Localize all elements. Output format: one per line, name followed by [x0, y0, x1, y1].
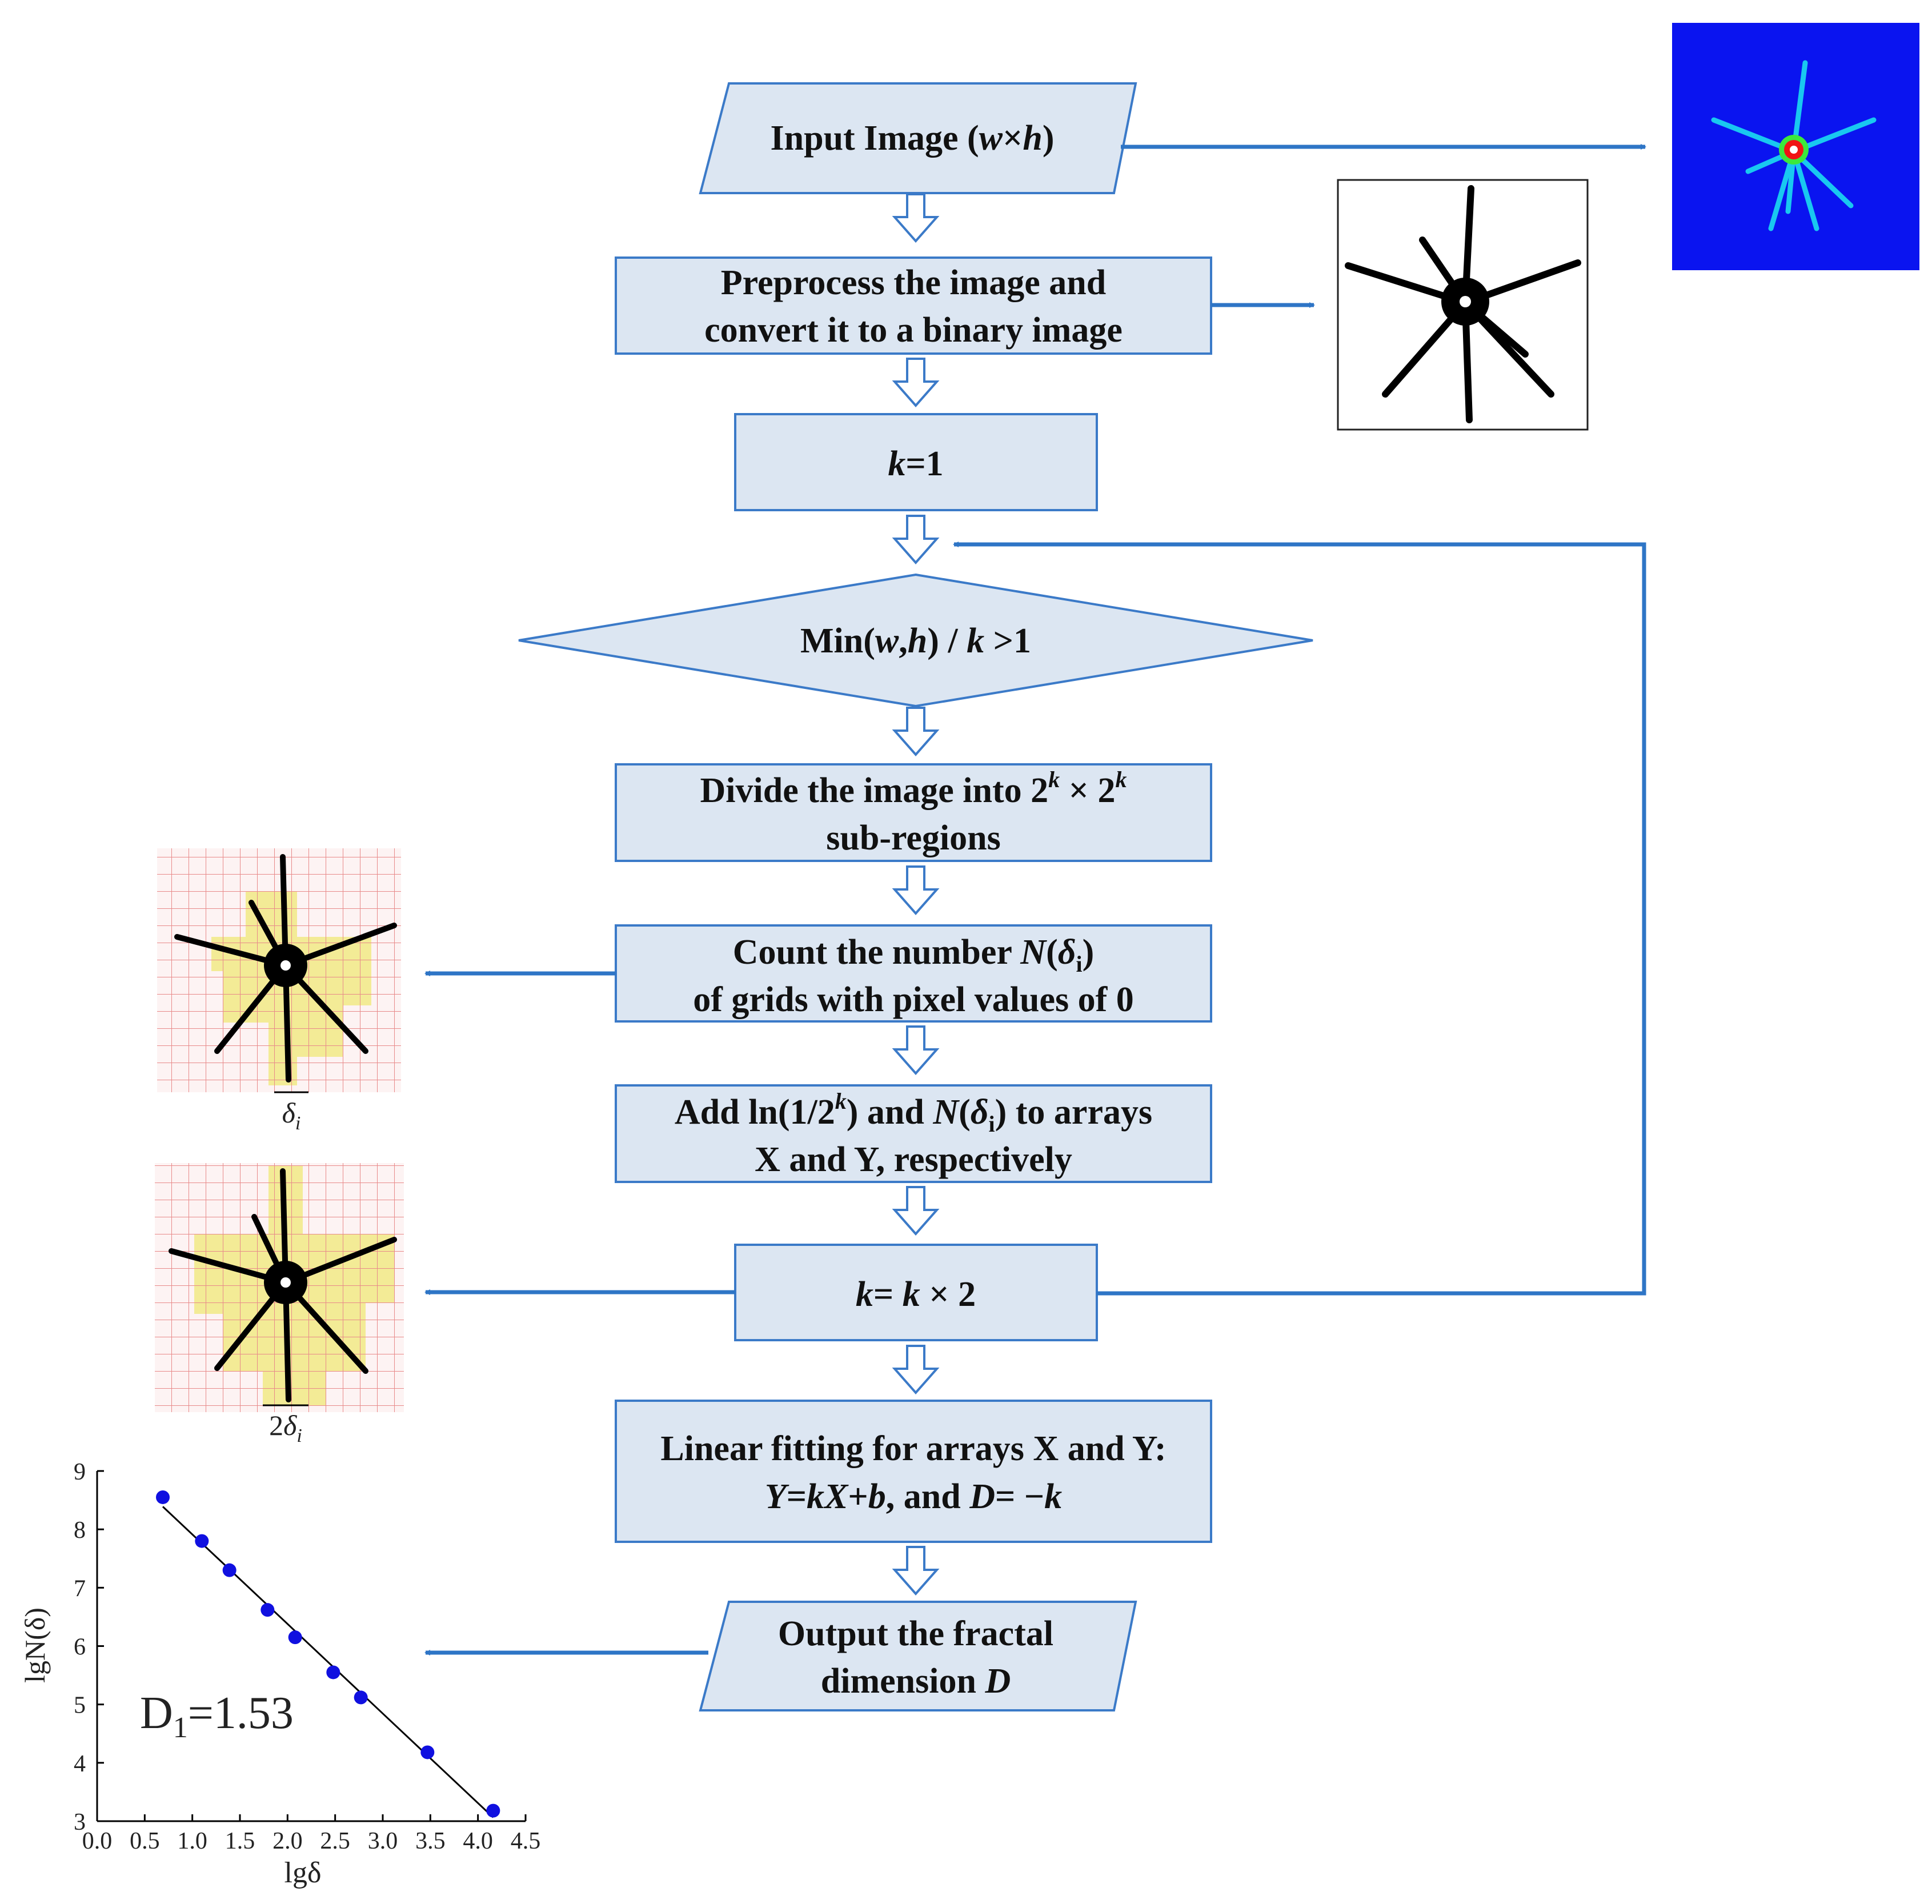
down-arrow-icon [892, 358, 940, 408]
data-point [326, 1665, 340, 1679]
linear-fit-label-line2: Y=kX+b, and D= −k [765, 1477, 1062, 1516]
x-tick-label: 1.5 [225, 1828, 255, 1854]
divide-label-line2: sub-regions [826, 819, 1001, 857]
divide-node [615, 763, 1212, 862]
x-tick-label: 2.5 [320, 1828, 350, 1854]
y-tick-label: 9 [74, 1459, 86, 1485]
binary-image [1337, 179, 1589, 431]
data-point [420, 1745, 435, 1759]
dimension-annotation: D1=1.53 [140, 1688, 294, 1744]
add-arrays-label-line1: Add ln(1/2k) and N(δi) to arrays [675, 1088, 1152, 1137]
x-tick-label: 0.5 [130, 1828, 160, 1854]
data-point [156, 1490, 170, 1504]
x-tick-label: 0.0 [82, 1828, 113, 1854]
count-node [615, 924, 1212, 1023]
grid-image-large: 2δi [155, 1163, 404, 1446]
grid-image-small: δi [157, 848, 401, 1134]
down-arrow-icon [892, 1186, 940, 1236]
fit-line [162, 1506, 494, 1818]
grid-small-label: δi [282, 1097, 301, 1134]
x-tick-label: 4.5 [511, 1828, 541, 1854]
down-arrow-icon [892, 515, 940, 565]
add-arrays-label-line2: X and Y, respectively [755, 1140, 1072, 1179]
data-point [222, 1563, 237, 1577]
y-tick-label: 8 [74, 1517, 86, 1544]
x-tick-label: 3.0 [368, 1828, 398, 1854]
down-arrow-icon [892, 1546, 940, 1596]
init-k-node [734, 413, 1098, 511]
data-point [260, 1603, 275, 1617]
data-point [288, 1630, 302, 1645]
loop-back-arrow [953, 542, 1646, 1296]
input-heatmap-image [1672, 23, 1919, 270]
x-tick-label: 4.0 [463, 1828, 493, 1854]
x-axis-label: lgδ [284, 1857, 322, 1889]
update-k-label: k= k × 2 [856, 1275, 976, 1314]
down-arrow-icon [892, 193, 940, 243]
y-tick-label: 7 [74, 1576, 86, 1602]
down-arrow-icon [892, 707, 940, 757]
y-tick-label: 5 [74, 1693, 86, 1719]
data-point [195, 1534, 209, 1548]
linear-fit-node [615, 1400, 1212, 1543]
output-label-line1: Output the fractal [778, 1614, 1053, 1653]
init-k-label: k=1 [888, 444, 943, 483]
preprocess-label-line1: Preprocess the image and [721, 263, 1106, 302]
down-arrow-icon [892, 1025, 940, 1076]
y-tick-label: 3 [74, 1809, 86, 1835]
down-arrow-icon [892, 1345, 940, 1395]
input-image-label: Input Image (w×h) [770, 119, 1054, 158]
linear-fit-label-line1: Linear fitting for arrays X and Y: [660, 1429, 1166, 1468]
divide-label-line1: Divide the image into 2k × 2k [700, 767, 1127, 810]
output-node [699, 1601, 1137, 1711]
fractal-dimension-chart: 0.0 0.5 1.0 1.5 2.0 2.5 3.0 3.5 4.0 4.5 3 4 5 6 7 8 9 l… [19, 1459, 540, 1889]
condition-node [518, 573, 1313, 708]
preprocess-node [615, 256, 1212, 355]
down-arrow-icon [892, 865, 940, 916]
y-tick-label: 4 [74, 1751, 86, 1777]
x-tick-label: 3.5 [415, 1828, 446, 1854]
count-label-line1: Count the number N(δi) [733, 933, 1095, 977]
output-label-line2: dimension D [821, 1662, 1011, 1701]
connector-arrows [424, 144, 1646, 1656]
data-point [486, 1803, 500, 1818]
data-point [354, 1690, 368, 1705]
grid-large-label: 2δi [269, 1409, 302, 1446]
condition-label: Min(w,h) / k >1 [800, 622, 1031, 660]
add-arrays-node [615, 1084, 1212, 1183]
count-label-line2: of grids with pixel values of 0 [693, 980, 1134, 1019]
flow-arrows [892, 193, 940, 1596]
input-image-node [699, 82, 1137, 194]
y-tick-label: 6 [74, 1634, 86, 1661]
y-axis-label: lgN(δ) [19, 1608, 51, 1683]
x-tick-label: 1.0 [177, 1828, 207, 1854]
preprocess-label-line2: convert it to a binary image [704, 311, 1123, 350]
x-tick-label: 2.0 [272, 1828, 303, 1854]
